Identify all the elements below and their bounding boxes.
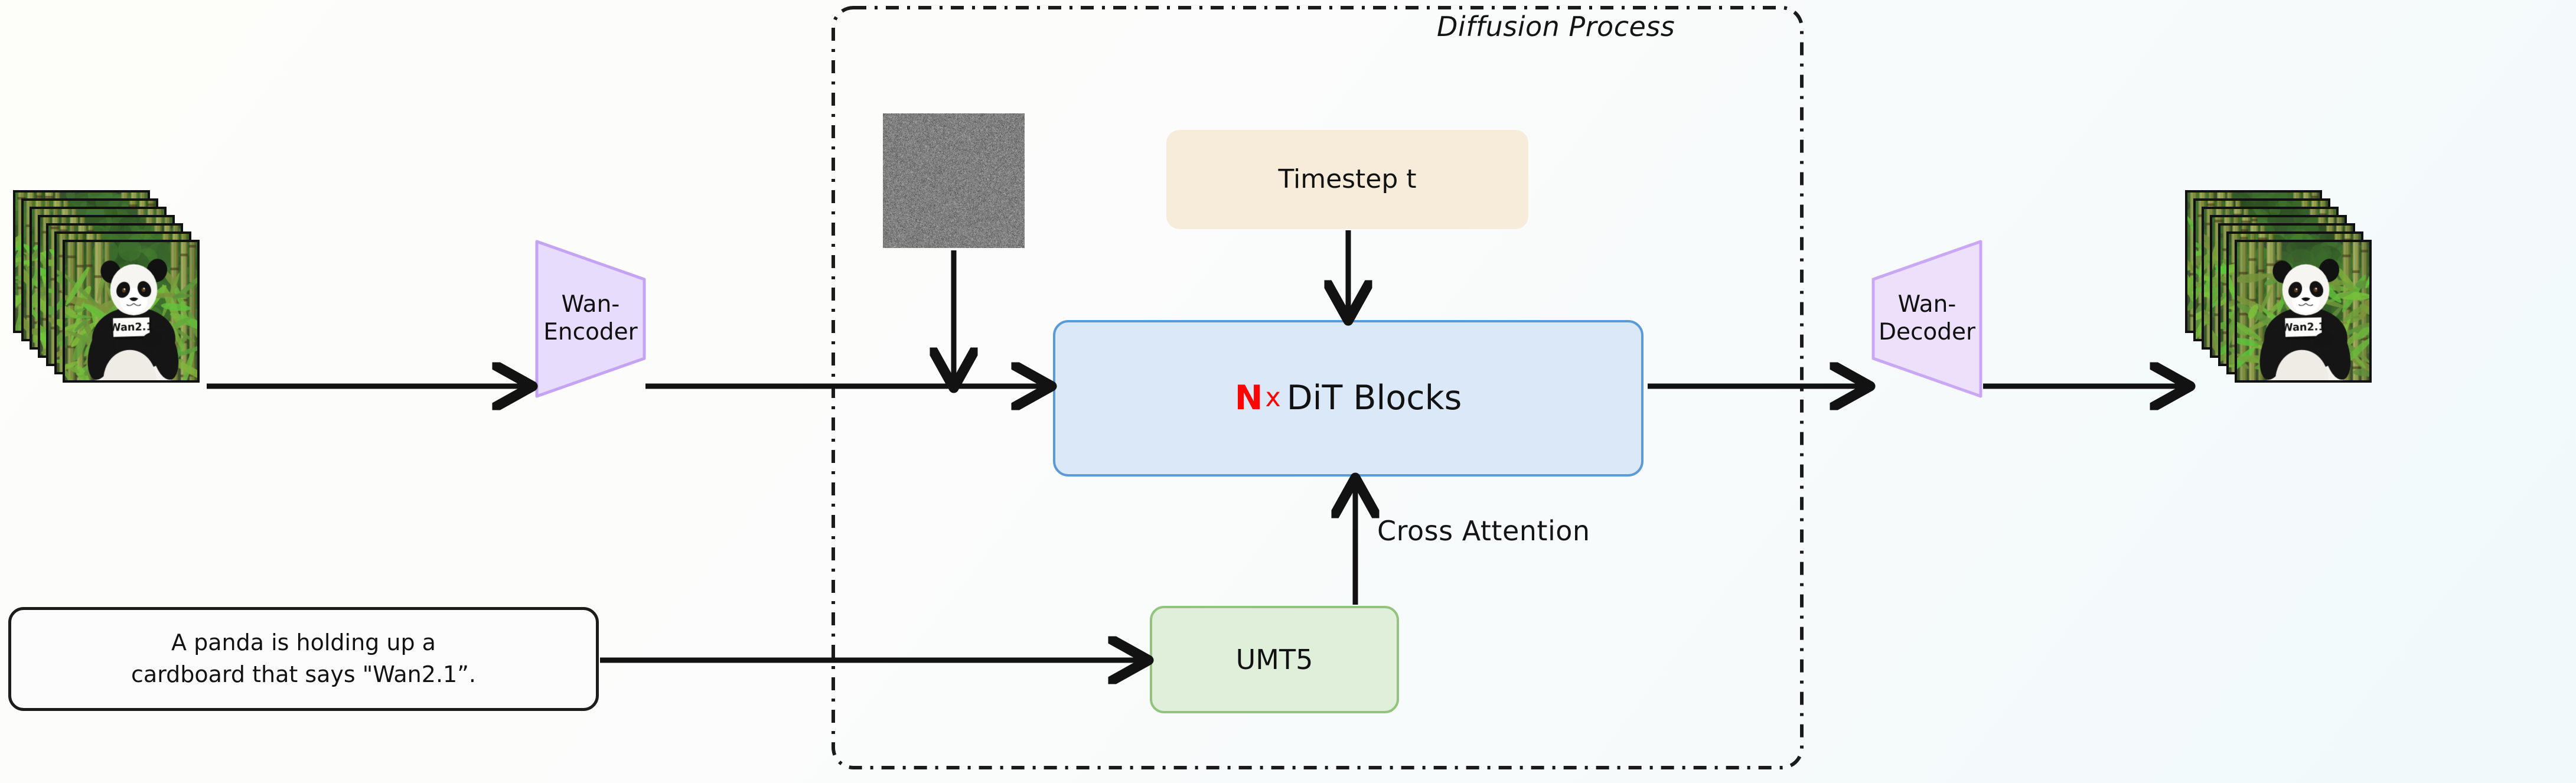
input-video-frame-stack bbox=[13, 190, 202, 385]
video-frame bbox=[63, 240, 200, 383]
video-frame bbox=[2235, 240, 2372, 383]
output-video-frame-stack bbox=[2185, 190, 2374, 385]
